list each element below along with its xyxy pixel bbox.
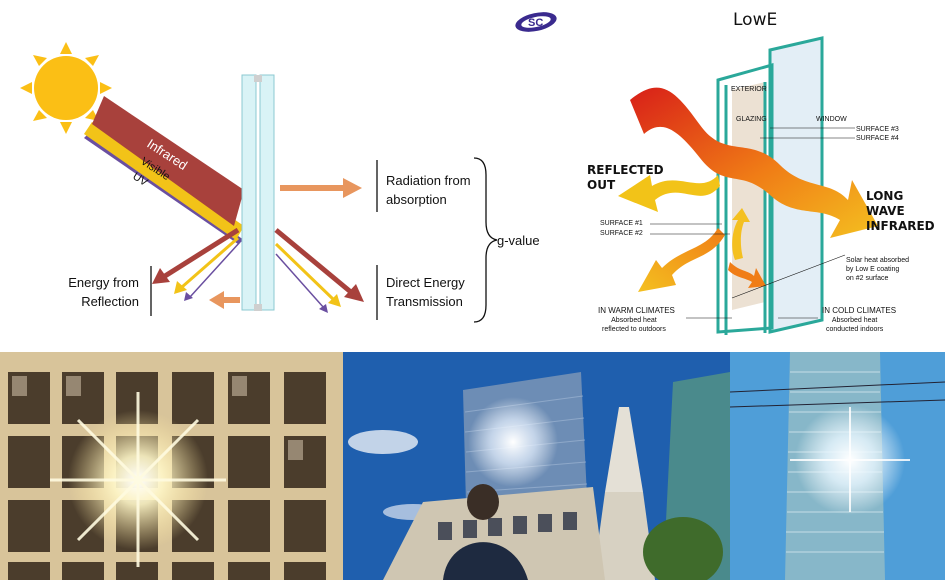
reflected-out-label: REFLECTED OUT: [587, 163, 664, 192]
glazing-label: GLAZING: [736, 116, 767, 123]
surface1-label: SURFACE #1: [600, 220, 643, 227]
glass-pane-outer: [241, 74, 257, 311]
reflected-infrared-arrow: [163, 227, 240, 279]
reflected-uv-arrow: [189, 241, 241, 298]
svg-text:SC: SC: [528, 17, 543, 29]
g-value-brace: [473, 157, 498, 323]
window-label: WINDOW: [816, 116, 847, 123]
inner-glass-pane: [768, 36, 824, 334]
walkie-talkie-skyscraper-photo: [343, 352, 730, 580]
surface3-label: SURFACE #3: [856, 126, 899, 133]
outer-glass-pane: [716, 63, 774, 334]
sun-icon: [20, 42, 112, 134]
energy-reflection-label: Energy from Reflection: [68, 275, 139, 309]
surface4-label: SURFACE #4: [856, 135, 899, 142]
warm-climate-arrow: [638, 228, 725, 292]
reflected-out-arrow: [618, 175, 720, 212]
transmitted-visible-arrow: [274, 242, 336, 302]
glass-pane-inner: [259, 74, 275, 311]
small-inner-arrow: [728, 262, 766, 288]
g-value-label: g-value: [497, 233, 540, 248]
reflected-visible-arrow: [181, 236, 239, 289]
long-wave-infrared-label: LONG WAVE INFRARED: [866, 189, 935, 233]
radiation-absorption-label: Radiation from absorption: [386, 173, 471, 207]
transmitted-infrared-arrow: [274, 228, 354, 295]
g-value-diagram: Infrared Visible UV: [20, 42, 498, 323]
solar-heat-label: Solar heat absorbed by Low E coating on …: [846, 257, 910, 282]
infrared-band: [92, 96, 244, 226]
transmitted-uv-arrow: [275, 253, 325, 309]
glass-tower-sun-photo: [730, 352, 945, 580]
exterior-label: EXTERIOR: [731, 86, 767, 93]
warm-climates-desc: Absorbed heat reflected to outdoors: [602, 317, 666, 333]
lowe-title: LowE: [733, 10, 778, 30]
visible-band: [84, 122, 244, 240]
lowe-diagram: [618, 36, 878, 335]
surface2-label: SURFACE #2: [600, 230, 643, 237]
cold-climates-desc: Absorbed heat conducted indoors: [826, 317, 884, 333]
sc-logo: SC: [512, 10, 560, 34]
incoming-heat-arrow: [630, 87, 878, 238]
warm-climates-label: IN WARM CLIMATES: [598, 306, 675, 315]
direct-transmission-label: Direct Energy Transmission: [386, 275, 465, 309]
building-facade-sun-photo: [0, 352, 343, 580]
cold-climates-label: IN COLD CLIMATES: [822, 306, 897, 315]
